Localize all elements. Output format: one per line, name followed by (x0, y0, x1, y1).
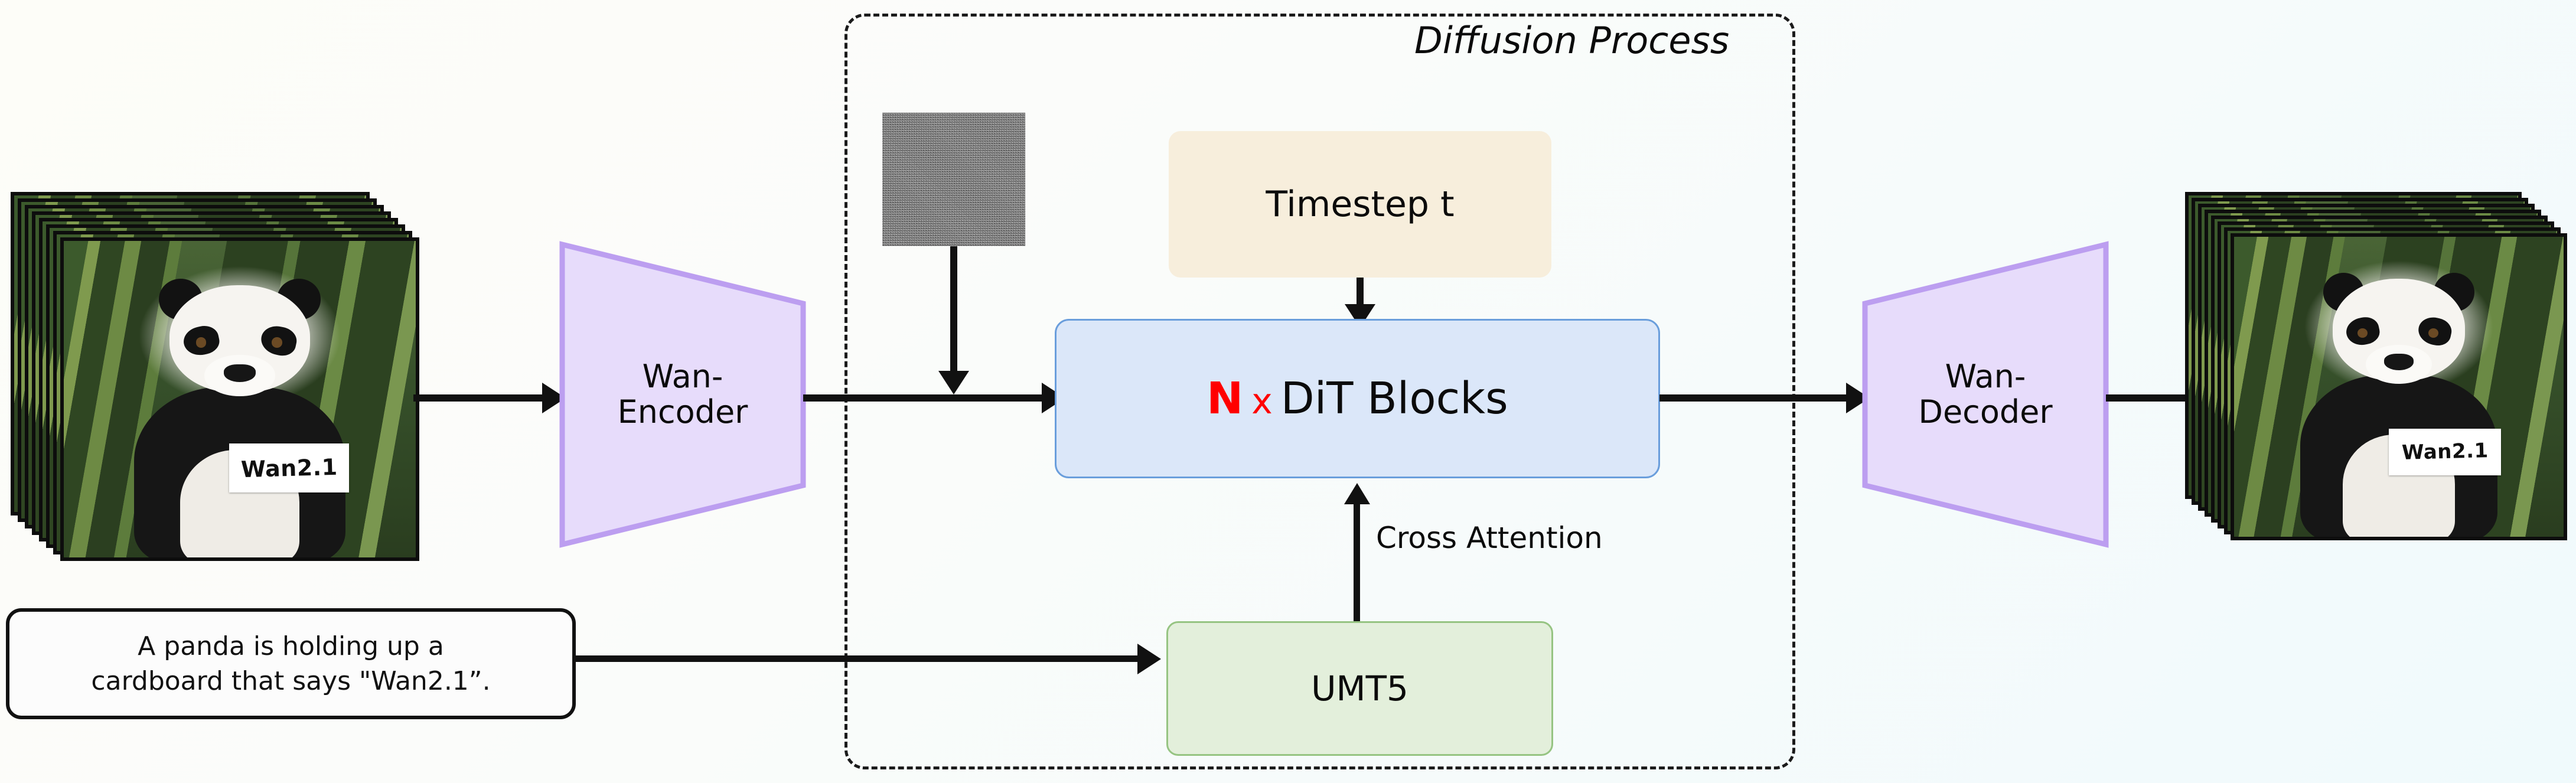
arrow-noise-to-latent-head (938, 371, 969, 394)
gaussian-noise-latent (882, 113, 1025, 246)
cardboard-text-output: Wan2.1 (2401, 439, 2489, 465)
dit-multiplier: N (1207, 373, 1244, 424)
arrow-noise-to-latent-line (950, 246, 957, 375)
panda-cardboard-sign-output: Wan2.1 (2389, 429, 2501, 475)
panda-illustration-output: Wan2.1 (2234, 237, 2564, 537)
timestep-label: Timestep t (1266, 184, 1455, 225)
prompt-line-1: A panda is holding up a (138, 631, 444, 661)
arrow-dit-to-decoder-line (1659, 394, 1848, 402)
prompt-text-box[interactable]: A panda is holding up a cardboard that s… (6, 608, 576, 719)
umt5-box[interactable]: UMT5 (1166, 621, 1553, 756)
panda-cardboard-sign: Wan2.1 (229, 443, 349, 493)
dit-blocks-label: DiT Blocks (1280, 373, 1508, 424)
diffusion-process-label: Diffusion Process (1414, 19, 1730, 62)
arrow-umt5-to-dit-head (1344, 483, 1370, 504)
cross-attention-label: Cross Attention (1376, 521, 1603, 555)
dit-blocks-box[interactable]: N x DiT Blocks (1055, 319, 1660, 478)
arrow-encoder-to-dit-line (803, 394, 1069, 402)
arrow-decoder-to-output-line (2106, 394, 2200, 402)
timestep-box[interactable]: Timestep t (1169, 131, 1551, 278)
arrow-input-to-encoder-line (413, 394, 544, 402)
cardboard-text: Wan2.1 (240, 454, 338, 482)
panda-illustration: Wan2.1 (64, 241, 416, 557)
wan-encoder-shape[interactable]: Wan- Encoder (559, 241, 807, 548)
prompt-line-2: cardboard that says "Wan2.1”. (91, 666, 491, 696)
out-video-frame-front: Wan2.1 (2231, 233, 2567, 540)
arrow-prompt-to-umt5-line (574, 655, 1138, 662)
video-frame-front: Wan2.1 (60, 237, 419, 561)
input-video-stack: Wan2.1 (11, 192, 436, 564)
output-video-stack: Wan2.1 (2185, 192, 2576, 564)
diffusion-process-container (844, 14, 1795, 769)
dit-times-symbol: x (1251, 381, 1273, 422)
wan-decoder-shape[interactable]: Wan- Decoder (1861, 241, 2109, 548)
umt5-label: UMT5 (1311, 668, 1408, 709)
arrow-prompt-to-umt5-head (1137, 644, 1161, 674)
arrow-umt5-to-dit-line (1354, 491, 1360, 668)
